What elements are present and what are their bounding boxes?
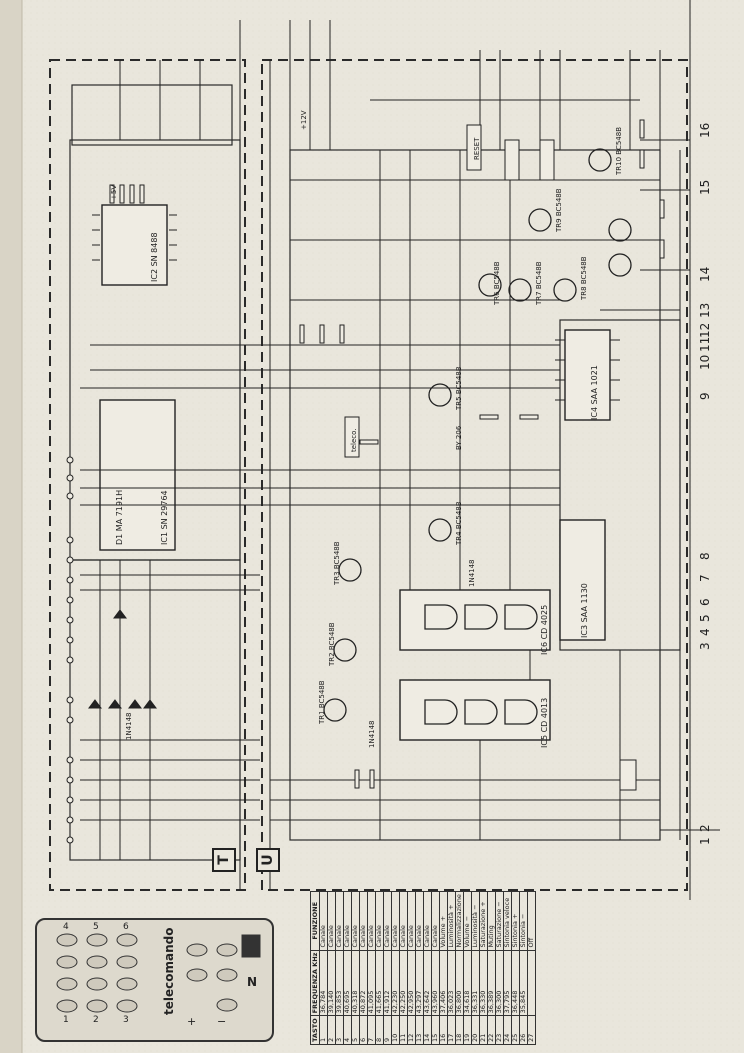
column-number: 16 <box>698 122 712 138</box>
transistor-label: TR6 BC548B <box>493 261 501 305</box>
remote-key-label: 3 <box>123 1015 129 1025</box>
transistor-label: TR3 BC548B <box>333 541 341 585</box>
frame-label-right: U <box>256 848 280 872</box>
remote-key-label: 2 <box>93 1015 99 1025</box>
column-number: 11 <box>698 336 712 352</box>
column-number: 9 <box>698 392 712 400</box>
column-number: 12 <box>698 322 712 338</box>
remote-key-label: + <box>187 1015 197 1028</box>
column-number: 8 <box>698 552 712 560</box>
column-number: 3 <box>698 642 712 650</box>
supply-label: +12V <box>300 110 308 130</box>
table-cell: 27 <box>527 1015 536 1045</box>
column-number: 1 <box>698 837 712 845</box>
transistor-label: TR9 BC548B <box>555 188 563 232</box>
column-number: 15 <box>698 179 712 195</box>
remote-control: telecomando N 1 2 3 4 5 6 + − <box>35 918 274 1042</box>
ic2-label: IC2 SN 8488 <box>150 232 159 282</box>
transistor-label: TR8 BC548B <box>580 256 588 300</box>
diode-label: 1N4148 <box>468 559 476 587</box>
remote-key-label: 1 <box>63 1015 69 1025</box>
table-row: 27 Off <box>527 891 536 1045</box>
supply-label: +5V <box>110 184 118 200</box>
transistor-label: TR10 BC548B <box>615 126 623 175</box>
diode-label: BY 206 <box>455 425 463 450</box>
table-cell: 35,845 <box>519 950 528 1016</box>
d1-label: D1 MA 7191H <box>115 489 124 545</box>
table-header-row: TASTO FREQUENZA KHz FUNZIONE <box>310 891 320 1045</box>
ic6-label: IC6 CD 4025 <box>540 604 549 655</box>
remote-key-label: 5 <box>93 922 99 932</box>
transistor-label: TR1 BC548B <box>318 680 326 724</box>
tag-label: teleco. <box>350 428 358 452</box>
diode-label: 1N4148 <box>125 712 133 740</box>
column-number: 5 <box>698 614 712 622</box>
column-number: 4 <box>698 628 712 636</box>
remote-brand-letter: N <box>247 975 258 989</box>
transistor-label: TR5 BC548B <box>455 366 463 410</box>
ic5-label: IC5 CD 4013 <box>540 697 549 748</box>
remote-key-label: 6 <box>123 922 129 932</box>
column-number: 2 <box>698 824 712 832</box>
column-number: 10 <box>698 354 712 370</box>
transistor-label: TR2 BC548B <box>328 622 336 666</box>
column-number: 14 <box>698 266 712 282</box>
transistor-label: TR4 BC548B <box>455 501 463 545</box>
table-cell: Off <box>527 891 536 951</box>
remote-title: telecomando <box>162 927 176 1015</box>
remote-key-label: 4 <box>63 922 69 932</box>
column-number: 13 <box>698 302 712 318</box>
column-number: 7 <box>698 574 712 582</box>
ic1-label: IC1 SN 29764 <box>160 490 169 545</box>
remote-keypad <box>56 933 261 1013</box>
column-number: 6 <box>698 598 712 606</box>
ic3-label: IC3 SAA 1130 <box>580 583 589 638</box>
diode-label: 1N4148 <box>368 720 376 748</box>
ic4-label: IC4 SAA 1021 <box>590 365 599 420</box>
remote-key-label: − <box>217 1015 227 1028</box>
tag-label: RESET <box>473 137 481 160</box>
transistor-label: TR7 BC548B <box>535 261 543 305</box>
table-cell <box>527 950 536 1016</box>
frame-label-left: T <box>212 848 236 872</box>
